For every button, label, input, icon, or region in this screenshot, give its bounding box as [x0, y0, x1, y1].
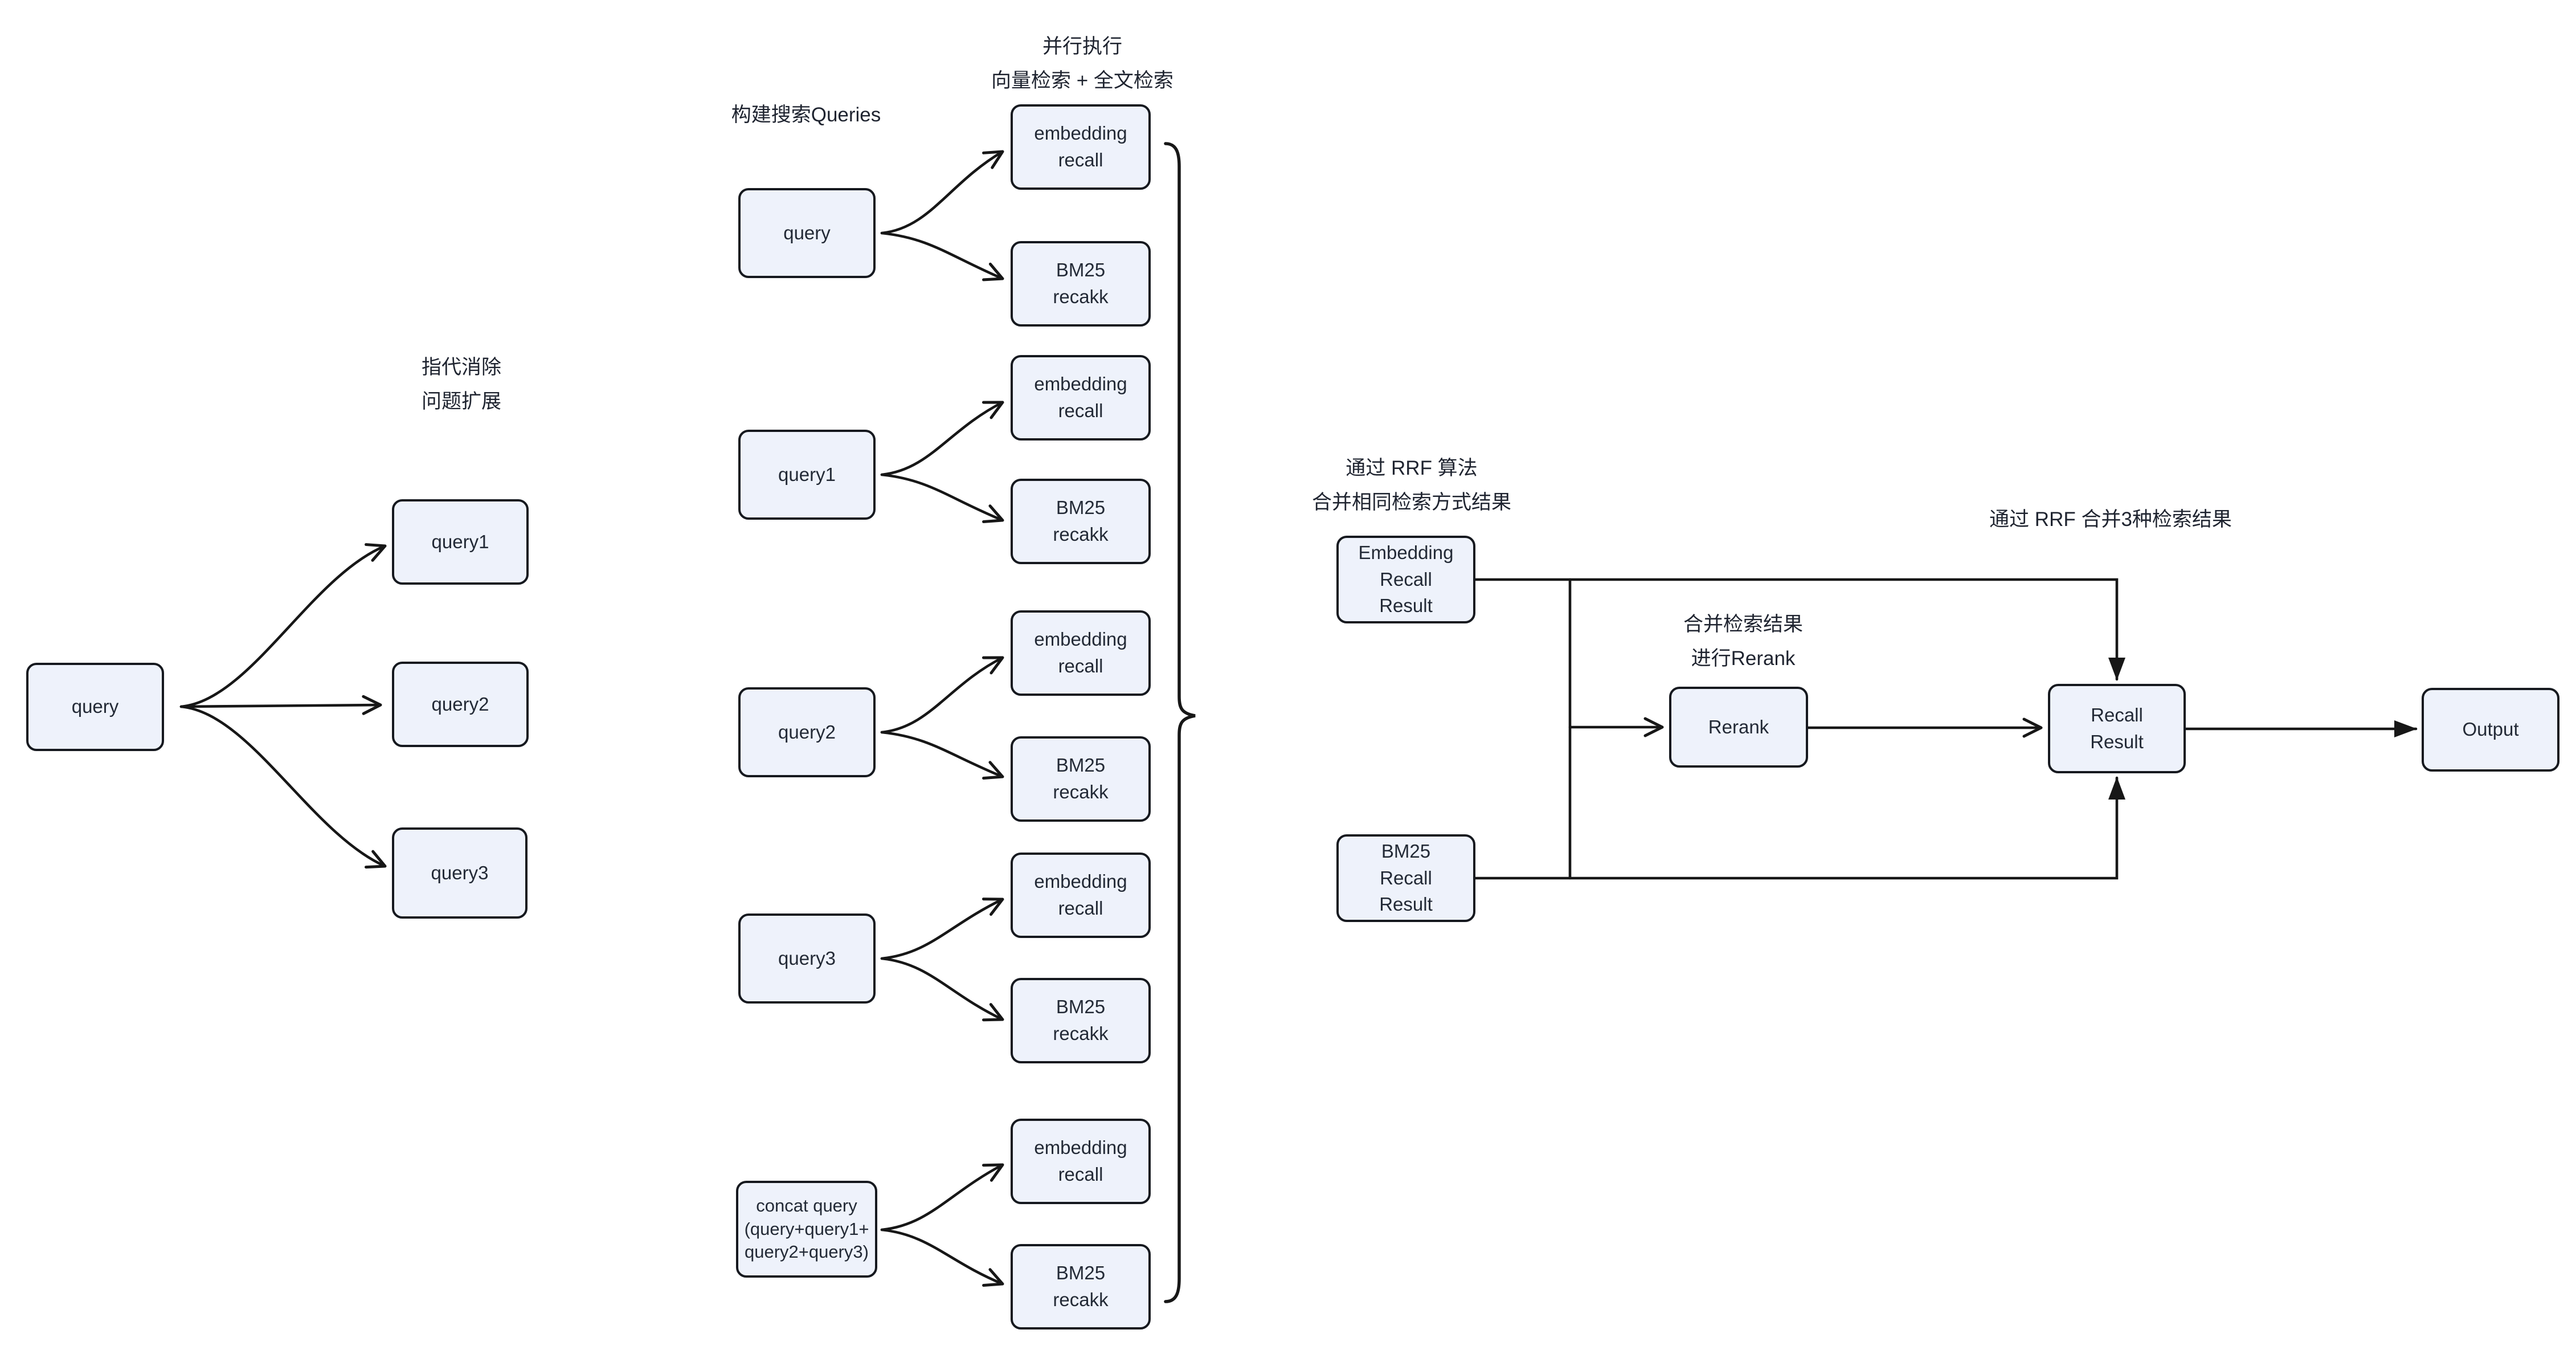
node-label: Recall: [2091, 704, 2143, 725]
arrow-mquery1-to-embedding2: [880, 401, 1004, 476]
node-label: recall: [1058, 898, 1103, 919]
label-line: 合并相同检索方式结果: [1311, 491, 1511, 514]
arrow-mquery3-to-bm254: [880, 957, 1004, 1022]
node-label: Result: [1379, 595, 1433, 617]
arrow-mquery-to-embedding1: [880, 150, 1004, 235]
node-label: (query+query1+: [744, 1218, 869, 1239]
node-bm25-recall-3[interactable]: BM25 recakk: [1011, 736, 1151, 822]
node-label: BM25: [1381, 840, 1431, 862]
label-parallel-execution: 并行执行 向量检索 + 全文检索: [946, 30, 1219, 98]
brace-parallel-group: [1164, 142, 1196, 1303]
node-output[interactable]: Output: [2422, 688, 2559, 772]
label-rrf-merge-same: 通过 RRF 算法 合并相同检索方式结果: [1292, 451, 1531, 520]
arrow-query-to-query3: [179, 705, 387, 869]
node-label: query: [71, 696, 119, 717]
node-label: recakk: [1053, 524, 1109, 545]
arrow-mquery1-to-bm252: [880, 473, 1004, 523]
node-label: query2+query3): [745, 1242, 869, 1262]
label-line: 并行执行: [1042, 35, 1122, 58]
node-embedding-recall-2[interactable]: embedding recall: [1011, 355, 1151, 441]
node-label: embedding: [1034, 123, 1127, 144]
node-query1-left[interactable]: query1: [392, 499, 529, 585]
node-concat-query[interactable]: concat query (query+query1+ query2+query…: [736, 1181, 877, 1278]
node-label: embedding: [1034, 871, 1127, 892]
node-label: Recall: [1380, 568, 1432, 590]
label-rrf-merge-3: 通过 RRF 合并3种检索结果: [1965, 503, 2256, 537]
label-line: 构建搜索Queries: [731, 104, 881, 126]
arrow-mquery2-to-bm253: [880, 731, 1004, 780]
node-label: Result: [1379, 894, 1433, 915]
node-label: recakk: [1053, 286, 1109, 307]
node-label: query3: [431, 862, 489, 883]
arrow-mquery2-to-embedding3: [880, 656, 1004, 734]
node-label: embedding: [1034, 629, 1127, 650]
label-line: 向量检索 + 全文检索: [991, 70, 1173, 92]
node-query2-middle[interactable]: query2: [738, 687, 876, 777]
line-embedding-result-to-recall-top: [1474, 578, 2125, 681]
node-label: embedding: [1034, 1137, 1127, 1159]
node-embedding-recall-1[interactable]: embedding recall: [1011, 104, 1151, 190]
node-embedding-recall-5[interactable]: embedding recall: [1011, 1119, 1151, 1204]
node-label: BM25: [1056, 755, 1106, 776]
node-label: Embedding: [1358, 541, 1454, 563]
node-label: BM25: [1056, 996, 1106, 1018]
node-label: recakk: [1053, 1289, 1109, 1310]
node-embedding-recall-4[interactable]: embedding recall: [1011, 853, 1151, 938]
node-label: query2: [431, 693, 489, 715]
node-label: recall: [1058, 400, 1103, 421]
label-line: 合并检索结果: [1683, 613, 1803, 635]
label-build-queries: 构建搜索Queries: [712, 98, 900, 132]
node-bm25-recall-2[interactable]: BM25 recakk: [1011, 479, 1151, 564]
node-label: BM25: [1056, 1262, 1106, 1284]
node-label: Rerank: [1708, 716, 1769, 737]
node-label: concat query: [756, 1195, 857, 1216]
node-bm25-recall-4[interactable]: BM25 recakk: [1011, 978, 1151, 1063]
label-line: 指代消除: [421, 356, 501, 378]
node-label: query2: [778, 721, 836, 743]
node-label: query: [783, 222, 831, 243]
label-line: 通过 RRF 算法: [1346, 457, 1478, 479]
arrow-concat-to-embedding5: [880, 1163, 1004, 1231]
node-query-middle[interactable]: query: [738, 188, 876, 278]
arrow-mquery-to-bm251: [880, 231, 1004, 282]
node-rerank[interactable]: Rerank: [1669, 687, 1808, 768]
arrow-query-to-query1: [179, 543, 387, 708]
node-recall-result[interactable]: Recall Result: [2048, 684, 2186, 773]
arrow-query-to-query2: [179, 695, 382, 715]
node-embedding-recall-3[interactable]: embedding recall: [1011, 610, 1151, 696]
node-label: query3: [778, 947, 836, 969]
node-label: query1: [431, 531, 489, 552]
arrow-concat-to-bm255: [880, 1228, 1004, 1287]
node-label: embedding: [1034, 373, 1127, 395]
node-label: Recall: [1380, 867, 1432, 888]
node-query2-left[interactable]: query2: [392, 662, 529, 747]
label-left-cluster: 指代消除 问题扩展: [359, 350, 564, 419]
node-label: recall: [1058, 655, 1103, 676]
node-label: Output: [2462, 719, 2519, 740]
node-label: recall: [1058, 149, 1103, 170]
node-label: recall: [1058, 1164, 1103, 1185]
node-label: recakk: [1053, 781, 1109, 802]
label-line: 进行Rerank: [1691, 647, 1796, 670]
node-bm25-recall-5[interactable]: BM25 recakk: [1011, 1244, 1151, 1329]
node-bm25-recall-result[interactable]: BM25 Recall Result: [1336, 834, 1475, 922]
node-label: BM25: [1056, 497, 1106, 519]
label-line: 问题扩展: [421, 390, 501, 413]
arrow-mquery3-to-embedding4: [880, 898, 1004, 960]
line-bm25-result-to-recall-bottom: [1474, 776, 2125, 880]
node-label: BM25: [1056, 259, 1106, 281]
label-line: 通过 RRF 合并3种检索结果: [1989, 508, 2232, 531]
node-label: recakk: [1053, 1023, 1109, 1044]
node-query3-middle[interactable]: query3: [738, 913, 876, 1004]
node-query3-left[interactable]: query3: [392, 827, 528, 919]
node-label: query1: [778, 463, 836, 485]
node-bm25-recall-1[interactable]: BM25 recakk: [1011, 241, 1151, 327]
label-merge-rerank: 合并检索结果 进行Rerank: [1646, 607, 1840, 676]
node-query-left[interactable]: query: [26, 663, 164, 751]
node-label: Result: [2090, 731, 2144, 752]
node-embedding-recall-result[interactable]: Embedding Recall Result: [1336, 536, 1475, 623]
node-query1-middle[interactable]: query1: [738, 430, 876, 520]
